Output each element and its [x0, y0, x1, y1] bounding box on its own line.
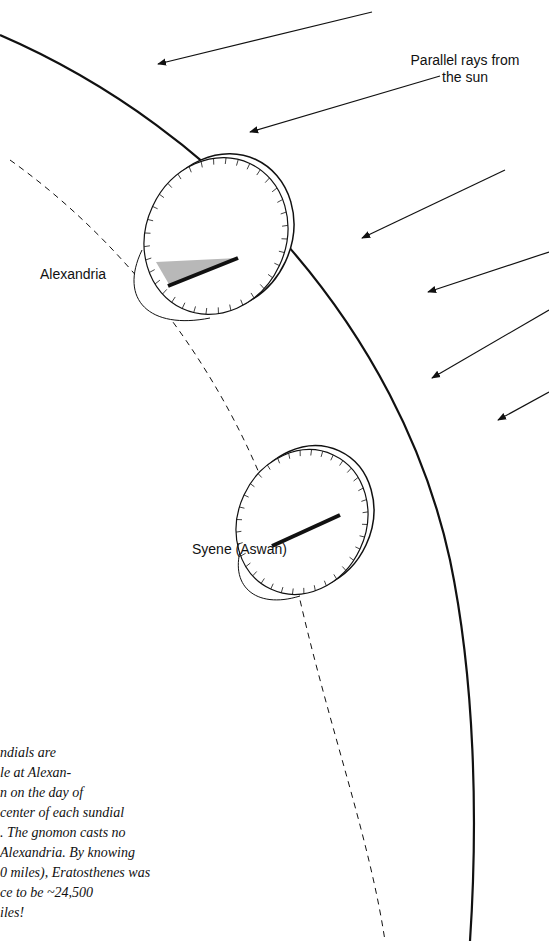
tick-mark: [260, 284, 264, 288]
tick-mark: [201, 161, 202, 167]
tick-mark: [258, 474, 262, 478]
tick-mark: [257, 170, 261, 175]
tick-mark: [146, 258, 152, 260]
tick-mark: [282, 225, 288, 227]
tick-mark: [324, 581, 326, 586]
tick-mark: [168, 183, 172, 187]
tick-mark: [159, 194, 164, 197]
tick-mark: [354, 477, 358, 481]
tick-mark: [331, 455, 334, 460]
caption-line: . The gnomon casts no: [0, 824, 126, 841]
tick-mark: [244, 495, 249, 497]
tick-mark: [292, 588, 294, 594]
tick-mark: [205, 308, 207, 314]
tick-mark: [342, 566, 346, 570]
earth-surface: [0, 35, 474, 941]
caption-line: Alexandria. By knowing: [0, 844, 135, 861]
tick-mark: [236, 159, 238, 165]
caption-line: center of each sundial: [0, 804, 124, 821]
tick-mark: [172, 297, 176, 302]
tick-mark: [363, 511, 368, 513]
tick-mark: [149, 270, 154, 273]
tick-mark: [310, 450, 312, 456]
tick-mark: [163, 289, 167, 294]
caption-line: 0 miles), Eratosthenes was: [0, 864, 150, 881]
tick-mark: [237, 519, 242, 520]
tick-mark: [279, 251, 284, 252]
tick-mark: [281, 212, 287, 214]
tick-mark: [247, 163, 250, 169]
tick-mark: [278, 458, 280, 463]
tick-mark: [261, 578, 264, 583]
tick-mark: [251, 293, 254, 298]
tick-mark: [334, 574, 337, 579]
caption-line: n on the day of: [0, 784, 83, 801]
place-label: Alexandria: [40, 266, 106, 283]
tick-mark: [289, 453, 290, 459]
tick-mark: [300, 450, 301, 456]
tick-mark: [182, 303, 185, 309]
tick-mark: [230, 305, 231, 311]
tick-mark: [340, 461, 343, 466]
rays-label: Parallel rays from the sun: [404, 52, 526, 86]
tick-mark: [360, 536, 365, 537]
syene-sundial: [213, 424, 398, 616]
tick-mark: [265, 178, 269, 183]
tick-mark: [347, 468, 351, 472]
tick-mark: [303, 588, 304, 594]
tick-mark: [271, 584, 274, 589]
tick-mark: [358, 488, 363, 491]
tick-mark: [321, 451, 323, 457]
tick-mark: [145, 232, 151, 233]
tick-mark: [281, 587, 283, 593]
caption-line: ndials are: [0, 744, 56, 761]
tick-mark: [213, 158, 214, 164]
tick-mark: [267, 465, 270, 470]
tick-mark: [277, 199, 282, 202]
tick-mark: [281, 238, 287, 239]
tick-mark: [239, 507, 244, 508]
tick-mark: [246, 563, 250, 567]
tick-mark: [241, 300, 243, 306]
tick-mark: [250, 484, 254, 487]
tick-mark: [350, 557, 354, 560]
tick-mark: [194, 306, 196, 312]
tick-mark: [189, 167, 191, 173]
caption-line: ce to be ~24,500: [0, 884, 93, 901]
tick-mark: [361, 500, 366, 502]
caption-line: iles!: [0, 904, 24, 921]
tick-mark: [225, 158, 227, 164]
tick-mark: [314, 585, 315, 591]
tick-mark: [268, 274, 273, 277]
caption-line: le at Alexan-: [0, 764, 71, 781]
tick-mark: [218, 307, 219, 313]
tick-mark: [178, 174, 181, 179]
tick-mark: [355, 547, 360, 549]
place-label: Syene (Aswan): [192, 541, 287, 558]
tick-mark: [153, 206, 158, 208]
tick-mark: [236, 531, 241, 533]
alexandria-sundial: [119, 130, 320, 338]
tick-mark: [272, 188, 277, 192]
tick-mark: [144, 245, 150, 247]
tick-mark: [253, 571, 257, 575]
tick-mark: [148, 219, 153, 220]
tick-mark: [362, 524, 367, 525]
tick-mark: [274, 263, 279, 265]
tick-mark: [155, 280, 160, 284]
